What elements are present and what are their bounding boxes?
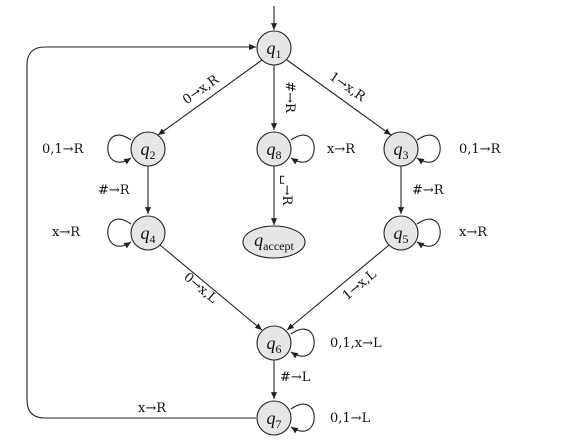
label-loop-q3: 0,1→R	[459, 142, 502, 157]
label-q5-q6: 1→x,L	[340, 267, 380, 304]
label-q1-q8: #→R	[282, 81, 297, 114]
label-q2-q4: #→R	[98, 183, 131, 198]
svg-text:q7: q7	[267, 408, 282, 431]
loop-q6	[290, 328, 315, 359]
svg-text:q3: q3	[394, 139, 409, 162]
state-q7: q7	[256, 400, 292, 436]
svg-text:q8: q8	[267, 139, 282, 162]
edge-q4-q6	[159, 244, 263, 331]
state-q2: q2	[130, 131, 166, 167]
label-q7-q1: x→R	[138, 401, 167, 416]
edge-q1-q2	[157, 59, 263, 136]
state-nodes: q1 q2 q8 q3 q4 qaccept q5 q6	[130, 30, 419, 436]
svg-text:q6: q6	[267, 333, 282, 356]
label-loop-q8: x→R	[327, 142, 356, 157]
label-loop-q5: x→R	[459, 225, 488, 240]
state-q1: q1	[256, 30, 292, 66]
state-q8: q8	[256, 131, 292, 167]
svg-text:qaccept: qaccept	[254, 230, 294, 253]
svg-text:q5: q5	[394, 223, 409, 246]
edge-q7-q1	[26, 43, 256, 419]
loop-q2	[107, 134, 132, 165]
label-q1-q2: 0→x,R	[180, 72, 223, 108]
state-q4: q4	[130, 215, 166, 251]
loop-q7	[290, 403, 315, 434]
label-q4-q6: 0→x,L	[180, 270, 220, 307]
edge-q5-q6	[286, 244, 390, 331]
label-q3-q5: #→R	[412, 183, 445, 198]
svg-text:q4: q4	[141, 223, 156, 246]
state-q5: q5	[383, 215, 419, 251]
label-loop-q2: 0,1→R	[42, 142, 85, 157]
loop-q5	[416, 218, 441, 249]
transition-edges	[26, 6, 441, 434]
state-qaccept: qaccept	[242, 225, 306, 259]
label-q6-q7: #→L	[280, 370, 311, 385]
state-q6: q6	[256, 325, 292, 361]
loop-q3	[416, 134, 441, 165]
label-loop-q4: x→R	[52, 225, 81, 240]
label-q8-qaccept: ␣→R	[279, 175, 294, 207]
loop-q8	[290, 134, 315, 165]
state-q3: q3	[383, 131, 419, 167]
label-loop-q6: 0,1,x→L	[330, 336, 382, 351]
label-loop-q7: 0,1→L	[330, 411, 371, 426]
label-q1-q3: 1→x,R	[326, 69, 369, 105]
edge-q1-q3	[286, 59, 392, 136]
svg-text:q1: q1	[267, 38, 282, 61]
loop-q4	[107, 218, 132, 249]
svg-text:q2: q2	[141, 139, 156, 162]
